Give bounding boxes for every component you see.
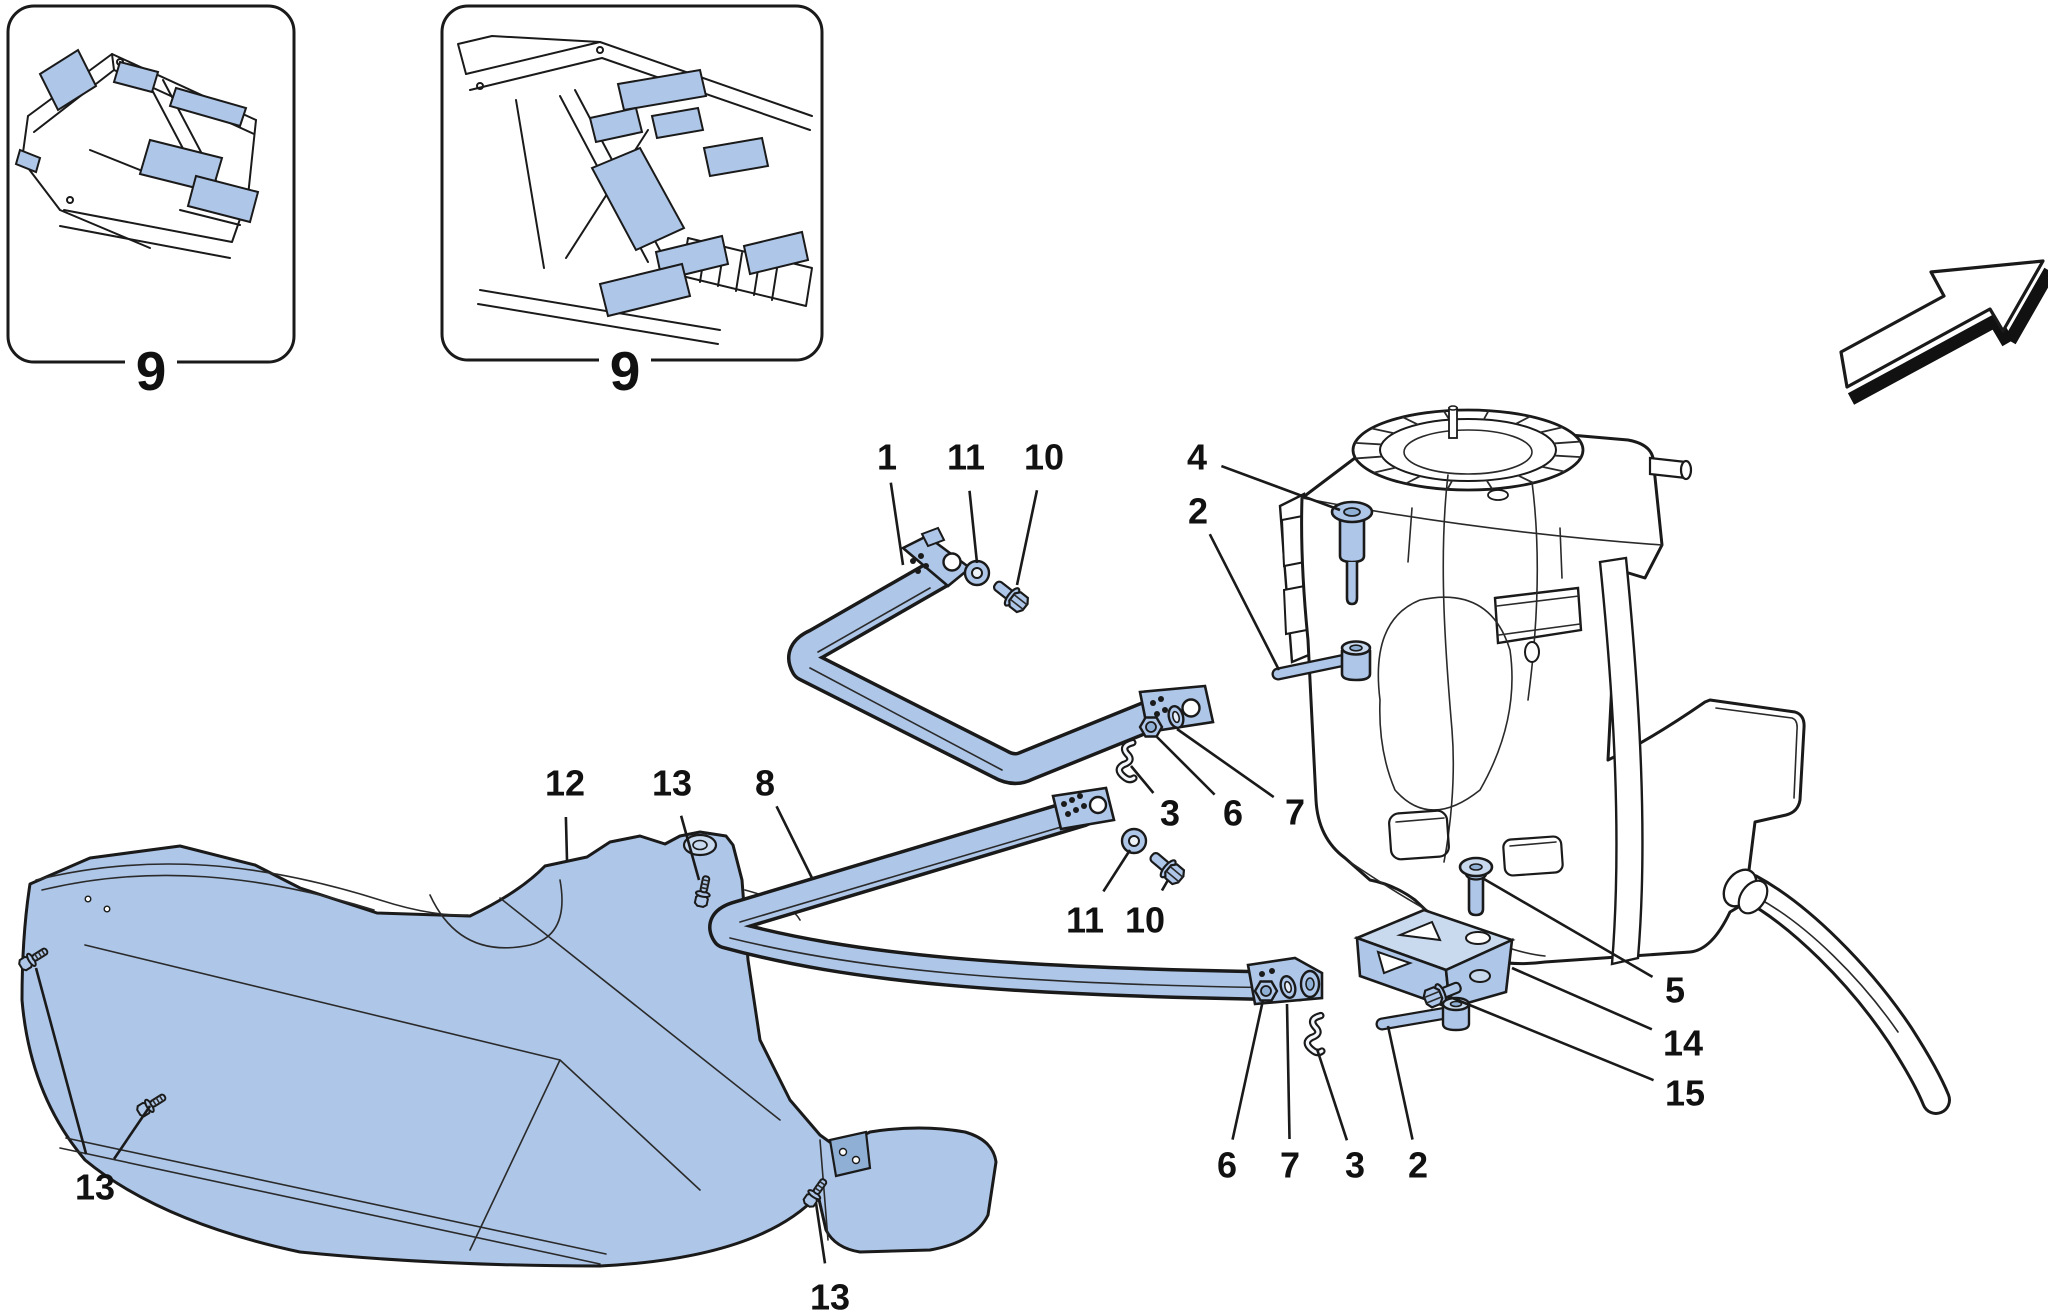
ring-tick xyxy=(1355,455,1383,460)
leader-line-3 xyxy=(1315,1048,1349,1141)
callout-label-14-14: 14 xyxy=(1663,1023,1703,1064)
callout-label-7-17: 7 xyxy=(1280,1145,1300,1186)
callout-label-11-11: 11 xyxy=(1066,900,1104,941)
direction-arrow-icon xyxy=(1839,259,2048,405)
callout-label-1-0: 1 xyxy=(877,437,897,478)
leader-line-10 xyxy=(1015,489,1039,586)
callout-label-3-18: 3 xyxy=(1345,1145,1365,1186)
ring-tick xyxy=(1405,475,1421,485)
inset-2-label: 9 xyxy=(610,340,641,402)
callout-label-6-9: 6 xyxy=(1223,793,1243,834)
ring-tick xyxy=(1446,480,1454,490)
heat-shield-pads xyxy=(14,48,260,224)
heat-shield-pads xyxy=(588,68,810,318)
leader-line-7 xyxy=(1176,727,1275,799)
callout-label-11-1: 11 xyxy=(947,437,985,478)
callout-label-2-4: 2 xyxy=(1188,491,1208,532)
tank-rod-upper xyxy=(1271,640,1372,682)
leader-line-10 xyxy=(1160,879,1170,892)
ring-tick xyxy=(1553,440,1581,445)
leader-line-6 xyxy=(1231,999,1265,1140)
ring-tick xyxy=(1541,465,1565,473)
callout-label-13-21: 13 xyxy=(810,1277,850,1315)
leader-line-1 xyxy=(889,482,905,566)
leader-line-2 xyxy=(1208,533,1281,671)
ring-tick xyxy=(1517,474,1534,484)
leader-line-15 xyxy=(1449,995,1655,1082)
ring-tick xyxy=(1371,427,1395,435)
leader-line-13 xyxy=(679,815,701,881)
callout-label-13-6: 13 xyxy=(652,763,692,804)
fuel-tank-illustration xyxy=(1278,405,1951,1115)
nut-lower xyxy=(1253,980,1279,1002)
ring-tick xyxy=(1373,466,1396,474)
callout-label-4-3: 4 xyxy=(1187,437,1207,478)
leader-line-6 xyxy=(1156,736,1216,796)
bolt-upper xyxy=(987,574,1033,617)
fuel-pump-flange-ring xyxy=(1351,405,1585,501)
nut-upper xyxy=(1138,716,1164,738)
ring-tick xyxy=(1485,479,1494,490)
leader-line-12 xyxy=(564,816,569,861)
callout-label-10-2: 10 xyxy=(1024,437,1064,478)
filler-pipe xyxy=(1722,868,1951,1115)
leader-line-2 xyxy=(1386,1025,1414,1140)
callout-label-3-8: 3 xyxy=(1160,793,1180,834)
callout-label-15-15: 15 xyxy=(1665,1073,1705,1114)
support-bracket xyxy=(1353,908,1516,1010)
ring-tick xyxy=(1540,426,1563,434)
ring-tick xyxy=(1402,416,1419,426)
leader-line-11 xyxy=(1102,849,1132,893)
callout-label-8-7: 8 xyxy=(755,763,775,804)
ring-tick xyxy=(1554,454,1582,459)
callout-label-5-13: 5 xyxy=(1665,970,1685,1011)
retainer-clip-upper xyxy=(1118,741,1139,780)
label-gap xyxy=(599,346,651,376)
leader-line-7 xyxy=(1285,1003,1291,1140)
leader-line-13 xyxy=(814,1202,827,1264)
leader-line-13 xyxy=(34,967,88,1155)
callout-label-7-10: 7 xyxy=(1285,792,1305,833)
ring-tick xyxy=(1482,410,1490,420)
inset-frame-side-chassis: 9 xyxy=(440,4,824,402)
ring-tick xyxy=(1354,441,1382,446)
leader-line-5 xyxy=(1483,877,1654,979)
leader-line-13 xyxy=(113,1105,152,1160)
retainer-clip-lower xyxy=(1306,1014,1327,1053)
ring-tick xyxy=(1515,415,1531,425)
washer-upper xyxy=(963,559,991,587)
callout-label-12-5: 12 xyxy=(545,763,585,804)
callout-label-13-20: 13 xyxy=(75,1167,115,1208)
leader-line-4 xyxy=(1220,464,1341,512)
leader-line-8 xyxy=(775,805,814,879)
tank-bolt-countersunk xyxy=(1458,856,1494,917)
leader-line-14 xyxy=(1511,966,1653,1031)
tank-pin xyxy=(1330,500,1374,606)
washer-lower xyxy=(1120,827,1148,855)
leader-line-11 xyxy=(968,490,979,564)
label-gap xyxy=(125,346,177,376)
callout-label-10-12: 10 xyxy=(1125,900,1165,941)
inset-1-label: 9 xyxy=(136,340,167,402)
callout-label-6-16: 6 xyxy=(1217,1145,1237,1186)
inset-frame-front-chassis: 9 xyxy=(6,4,296,402)
callout-label-2-19: 2 xyxy=(1408,1145,1428,1186)
leader-line-3 xyxy=(1129,765,1155,794)
